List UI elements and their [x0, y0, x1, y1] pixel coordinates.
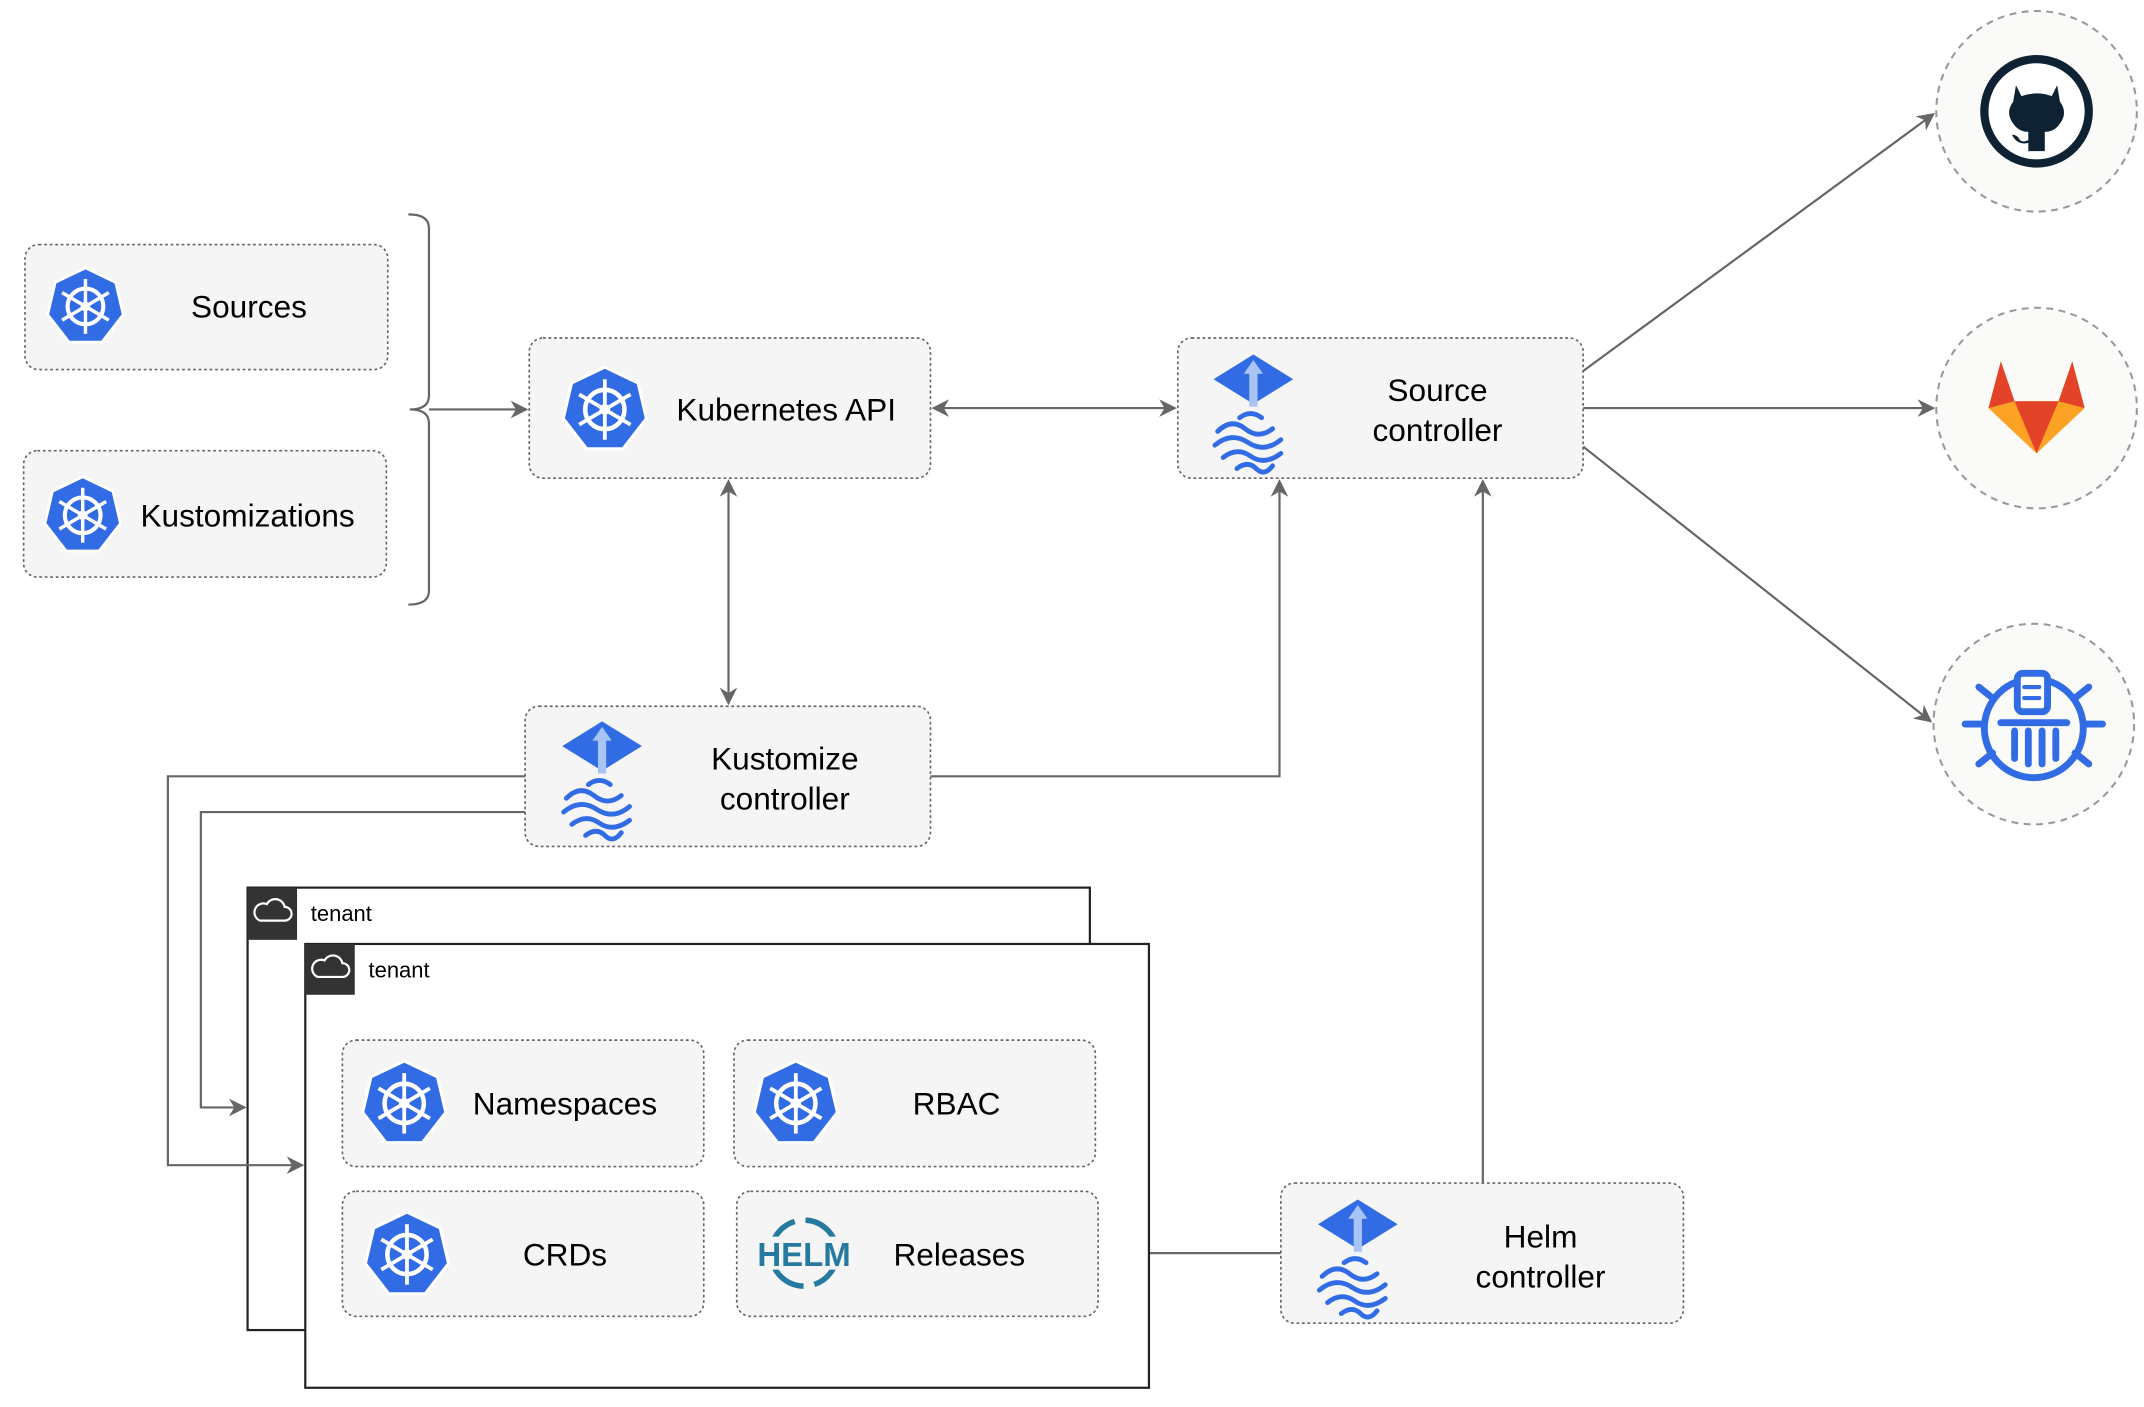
helm-controller-node[interactable]: Helm controller [1280, 1182, 1685, 1325]
edge-kustomize-to-source [930, 479, 1289, 778]
kubernetes-icon [754, 1061, 837, 1143]
kubernetes-icon [48, 268, 124, 342]
helm-icon: HELM [757, 1217, 851, 1289]
svg-text:HELM: HELM [757, 1236, 850, 1273]
source-controller-label-line2: controller [1373, 412, 1503, 448]
releases-node[interactable]: HELM Releases [735, 1190, 1099, 1318]
edge-kustomize-to-tenant-front [166, 775, 526, 1174]
sources-label: Sources [191, 288, 307, 324]
rbac-label: RBAC [913, 1085, 1001, 1121]
kustomize-controller-node[interactable]: Kustomize controller [524, 705, 932, 848]
kustomizations-label: Kustomizations [140, 497, 354, 533]
gitlab-icon [1988, 361, 2085, 454]
kubernetes-api-node[interactable]: Kubernetes API [528, 337, 932, 479]
edge-source-to-github [1582, 113, 1935, 372]
tenant-label: tenant [311, 901, 372, 926]
kustomizations-node[interactable]: Kustomizations [22, 449, 388, 578]
namespaces-label: Namespaces [473, 1085, 657, 1121]
tenant-label: tenant [369, 958, 430, 983]
gitlab-source [1935, 306, 2138, 510]
crds-label: CRDs [523, 1236, 607, 1272]
sources-brace [408, 213, 431, 606]
releases-label: Releases [893, 1236, 1025, 1272]
edge-kustomize-to-tenant-back [199, 810, 526, 1117]
helm-controller-label-line1: Helm [1504, 1219, 1578, 1255]
kustomize-controller-label-line1: Kustomize [711, 740, 858, 776]
kubernetes-icon [45, 477, 121, 551]
edge-source-to-bucket [1582, 445, 1933, 723]
kubernetes-icon [563, 367, 646, 449]
helm-controller-label-line2: controller [1476, 1258, 1606, 1294]
bucket-icon [1961, 669, 2106, 782]
source-controller-label-line1: Source [1387, 372, 1487, 408]
source-controller-node[interactable]: Source controller [1176, 337, 1584, 479]
kubernetes-api-label: Kubernetes API [676, 391, 896, 427]
github-icon [1980, 54, 2093, 168]
kustomize-controller-label-line2: controller [720, 780, 850, 816]
namespaces-node[interactable]: Namespaces [341, 1039, 705, 1168]
rbac-node[interactable]: RBAC [733, 1039, 1097, 1168]
sources-node[interactable]: Sources [24, 243, 389, 371]
kubernetes-icon [363, 1061, 446, 1143]
github-source [1935, 9, 2138, 213]
crds-node[interactable]: CRDs [341, 1190, 705, 1318]
bucket-source [1932, 622, 2136, 826]
kubernetes-icon [365, 1212, 448, 1294]
